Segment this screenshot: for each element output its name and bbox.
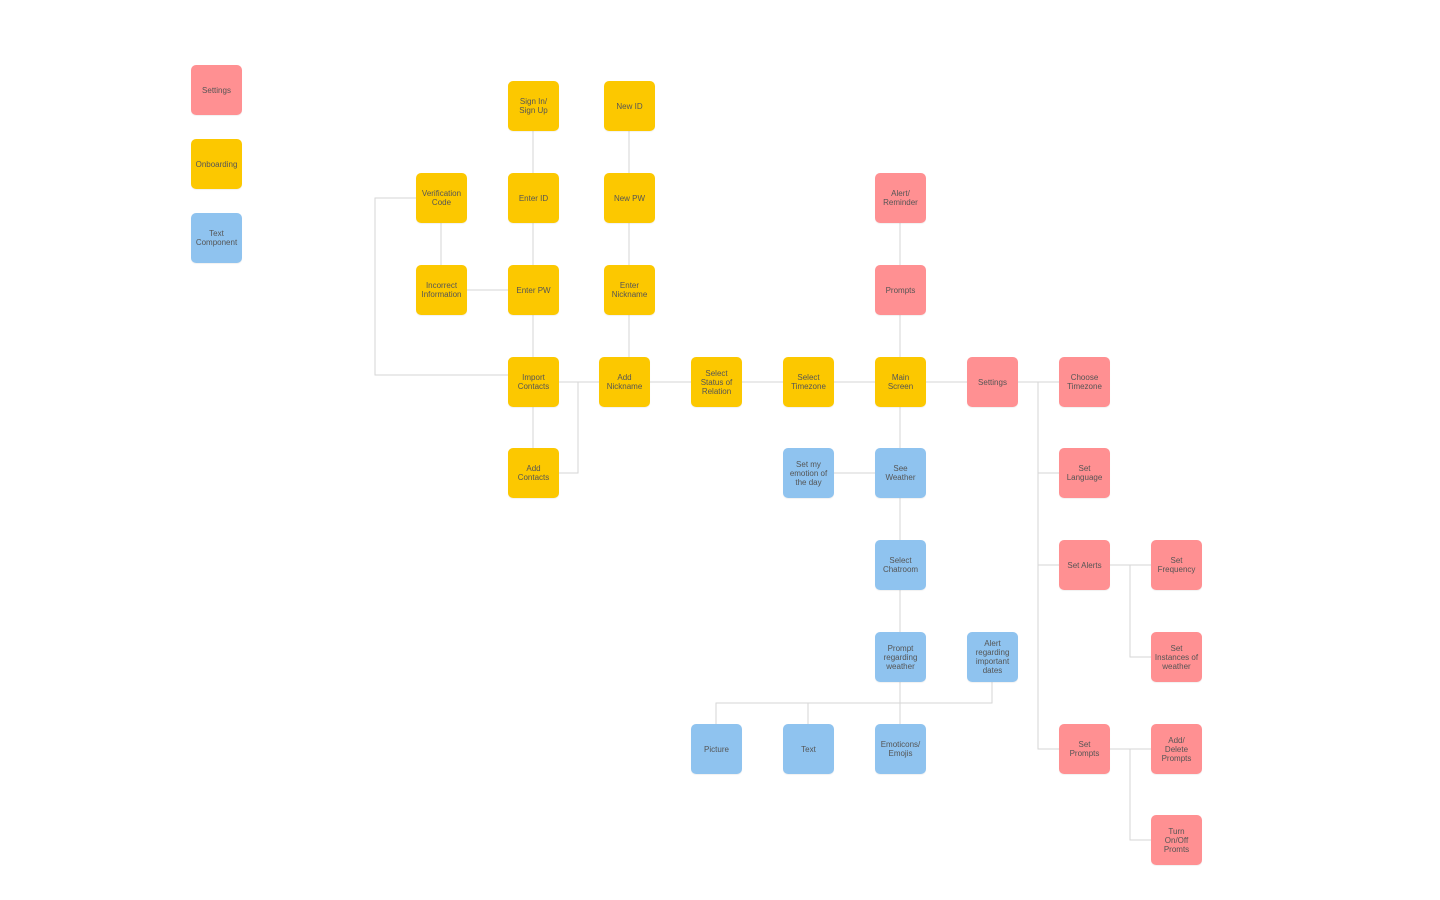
node-set-frequency[interactable]: Set Frequency <box>1151 540 1202 590</box>
connector <box>1129 749 1151 841</box>
node-new-id[interactable]: New ID <box>604 81 655 131</box>
node-enter-id[interactable]: Enter ID <box>508 173 559 223</box>
node-select-chatroom[interactable]: Select Chatroom <box>875 540 926 590</box>
node-set-instances-of-weather[interactable]: Set Instances of weather <box>1151 632 1202 682</box>
node-new-pw[interactable]: New PW <box>604 173 655 223</box>
node-add-contacts[interactable]: Add Contacts <box>508 448 559 498</box>
connector <box>1129 565 1151 658</box>
node-prompt-regarding-weather[interactable]: Prompt regarding weather <box>875 632 926 682</box>
node-set-language[interactable]: Set Language <box>1059 448 1110 498</box>
connector <box>1037 382 1059 750</box>
node-settings[interactable]: Settings <box>967 357 1018 407</box>
legend-onboarding: Onboarding <box>191 139 242 189</box>
connector <box>558 382 579 474</box>
node-see-weather[interactable]: See Weather <box>875 448 926 498</box>
node-picture[interactable]: Picture <box>691 724 742 774</box>
node-main-screen[interactable]: Main Screen <box>875 357 926 407</box>
legend-text-component: Text Component <box>191 213 242 263</box>
node-add-delete-prompts[interactable]: Add/ Delete Prompts <box>1151 724 1202 774</box>
node-add-nickname[interactable]: Add Nickname <box>599 357 650 407</box>
node-select-status-of-relation[interactable]: Select Status of Relation <box>691 357 742 407</box>
node-turn-on-off-prompts[interactable]: Turn On/Off Promts <box>1151 815 1202 865</box>
node-enter-pw[interactable]: Enter PW <box>508 265 559 315</box>
node-import-contacts[interactable]: Import Contacts <box>508 357 559 407</box>
node-emoticons-emojis[interactable]: Emoticons/ Emojis <box>875 724 926 774</box>
legend-settings: Settings <box>191 65 242 115</box>
node-choose-timezone[interactable]: Choose Timezone <box>1059 357 1110 407</box>
node-select-timezone[interactable]: Select Timezone <box>783 357 834 407</box>
node-enter-nickname[interactable]: Enter Nickname <box>604 265 655 315</box>
node-alert-important-dates[interactable]: Alert regarding important dates <box>967 632 1018 682</box>
connector <box>715 682 993 724</box>
node-set-prompts[interactable]: Set Prompts <box>1059 724 1110 774</box>
node-verification-code[interactable]: Verification Code <box>416 173 467 223</box>
node-incorrect-information[interactable]: Incorrect Information <box>416 265 467 315</box>
node-prompts[interactable]: Prompts <box>875 265 926 315</box>
node-text[interactable]: Text <box>783 724 834 774</box>
node-sign-in-sign-up[interactable]: Sign In/ Sign Up <box>508 81 559 131</box>
node-alert-reminder[interactable]: Alert/ Reminder <box>875 173 926 223</box>
node-set-alerts[interactable]: Set Alerts <box>1059 540 1110 590</box>
node-set-emotion-of-the-day[interactable]: Set my emotion of the day <box>783 448 834 498</box>
